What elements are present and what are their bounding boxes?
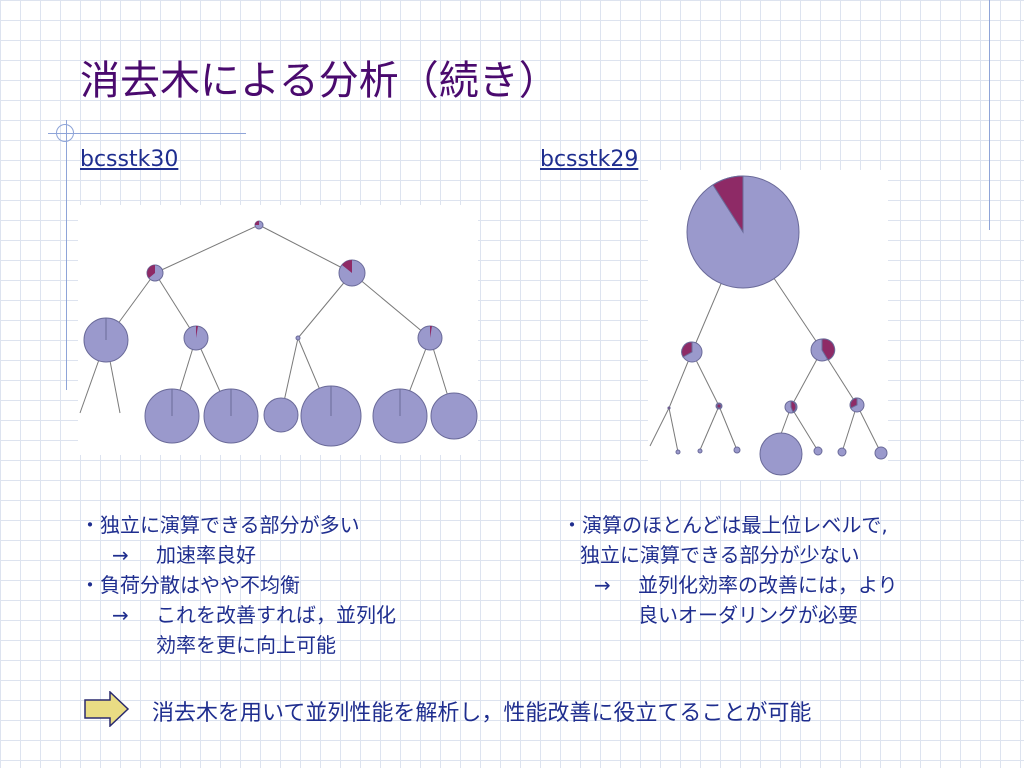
notes-bcsstk29: ・演算のほとんどは最上位レベルで, 独立に演算できる部分が少ない → 並列化効率の… [562, 510, 898, 630]
matrix-label-bcsstk29[interactable]: bcsstk29 [540, 147, 639, 172]
note-line: 良いオーダリングが必要 [562, 600, 898, 630]
matrix-label-bcsstk30[interactable]: bcsstk30 [80, 147, 179, 172]
decorative-right-line [989, 0, 990, 230]
note-text: 並列化効率の改善には，より [638, 573, 898, 597]
note-line: → 加速率良好 [80, 540, 396, 570]
note-line: → これを改善すれば，並列化 [80, 600, 396, 630]
bullet: ・ [80, 573, 100, 597]
elimination-tree-bcsstk30 [78, 205, 478, 455]
bullet: ・ [562, 513, 582, 537]
note-text: 効率を更に向上可能 [156, 633, 336, 657]
note-text: これを改善すれば，並列化 [156, 603, 396, 627]
note-line: ・負荷分散はやや不均衡 [80, 570, 396, 600]
notes-bcsstk30: ・独立に演算できる部分が多い →加速率良好 ・負荷分散はやや不均衡 →これを改善… [80, 510, 396, 660]
decorative-circle [56, 124, 74, 142]
elimination-tree-bcsstk29-graphic [649, 175, 888, 476]
right-arrow-glyph-icon: → [112, 603, 129, 627]
note-line: → 並列化効率の改善には，より [562, 570, 898, 600]
elimination-tree-bcsstk30-graphic [79, 220, 478, 447]
note-line: 効率を更に向上可能 [80, 630, 396, 660]
decorative-horizontal-line [48, 133, 246, 134]
note-line: ・演算のほとんどは最上位レベルで, [562, 510, 898, 540]
tree-node-slices [147, 221, 432, 338]
slide-title: 消去木による分析（続き） [80, 58, 559, 104]
tree-nodes [667, 175, 888, 476]
tree-node-marks [105, 318, 401, 416]
note-text: 演算のほとんどは最上位レベルで, [582, 513, 888, 537]
note-text: 良いオーダリングが必要 [638, 603, 858, 627]
bullet: ・ [80, 513, 100, 537]
tree-nodes [83, 220, 478, 447]
note-line: ・独立に演算できる部分が多い [80, 510, 396, 540]
note-line: 独立に演算できる部分が少ない [562, 540, 898, 570]
right-arrow-icon [84, 691, 130, 727]
right-arrow-glyph-icon: → [594, 573, 611, 597]
conclusion-text: 消去木を用いて並列性能を解析し，性能改善に役立てることが可能 [152, 701, 812, 726]
tree-edges [79, 224, 455, 417]
right-arrow-glyph-icon: → [112, 543, 129, 567]
note-text: 加速率良好 [156, 543, 256, 567]
note-text: 負荷分散はやや不均衡 [100, 573, 300, 597]
elimination-tree-bcsstk29 [648, 170, 888, 480]
note-text: 独立に演算できる部分が少ない [580, 543, 860, 567]
tree-node-slices [667, 175, 858, 413]
decorative-vertical-line [66, 120, 67, 390]
note-text: 独立に演算できる部分が多い [100, 513, 360, 537]
